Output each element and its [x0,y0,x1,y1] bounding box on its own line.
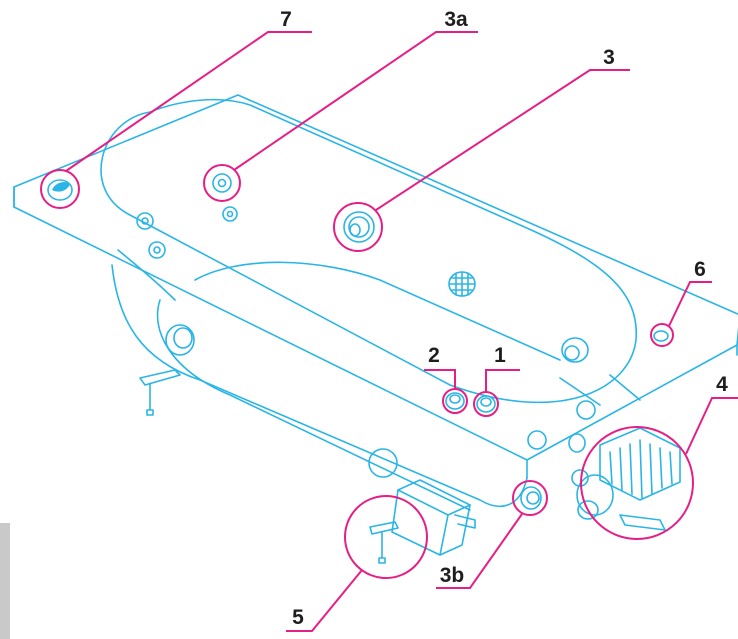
jet-icon [148,241,166,259]
callout-3a: 3a [203,8,478,202]
tub-rim-top [13,94,738,461]
tub-basin [100,98,637,404]
callout-label-3b: 3b [440,564,465,587]
jet-icon [136,212,154,230]
callout-3: 3 [333,46,630,252]
lever-icon [47,179,73,201]
pump-icon [576,427,681,531]
callout-6: 6 [650,258,712,347]
callout-3b: 3b [436,480,548,589]
tub-apron [111,264,528,508]
side-jet-icon [165,324,195,356]
callout-2: 2 [424,344,468,414]
tub-feet [139,369,399,564]
tub-side-curve [156,299,471,511]
side-tab [0,523,10,639]
overflow-icon [653,330,669,342]
drain-grille-icon [448,271,476,297]
button-1-icon [476,395,496,413]
jets [47,173,669,510]
callout-4: 4 [580,373,738,540]
callout-5: 5 [286,495,428,632]
callout-label-5: 5 [292,606,304,629]
jet-icon [222,206,238,222]
tub-floor [194,261,561,361]
button-2-icon [445,392,465,410]
callout-1: 1 [473,344,520,417]
tub-rim-edge [13,186,738,479]
callout-label-4: 4 [716,373,728,396]
callout-label-1: 1 [494,344,506,367]
tub-inner-lines [117,249,641,406]
callout-label-6: 6 [694,258,706,281]
callout-7: 7 [40,8,312,209]
pipe-fittings [520,400,596,510]
control-box-icon [391,479,476,556]
callout-label-3: 3 [603,46,615,69]
large-jet-icon [343,211,375,243]
callouts: 7 3a 3 6 4 1 [40,8,738,632]
bathtub [13,94,738,511]
side-jet-icon [368,448,398,478]
callout-label-2: 2 [428,344,440,367]
jet-icon [561,337,589,363]
callout-label-7: 7 [280,8,292,31]
jet-icon [212,173,232,193]
callout-label-3a: 3a [444,8,468,31]
